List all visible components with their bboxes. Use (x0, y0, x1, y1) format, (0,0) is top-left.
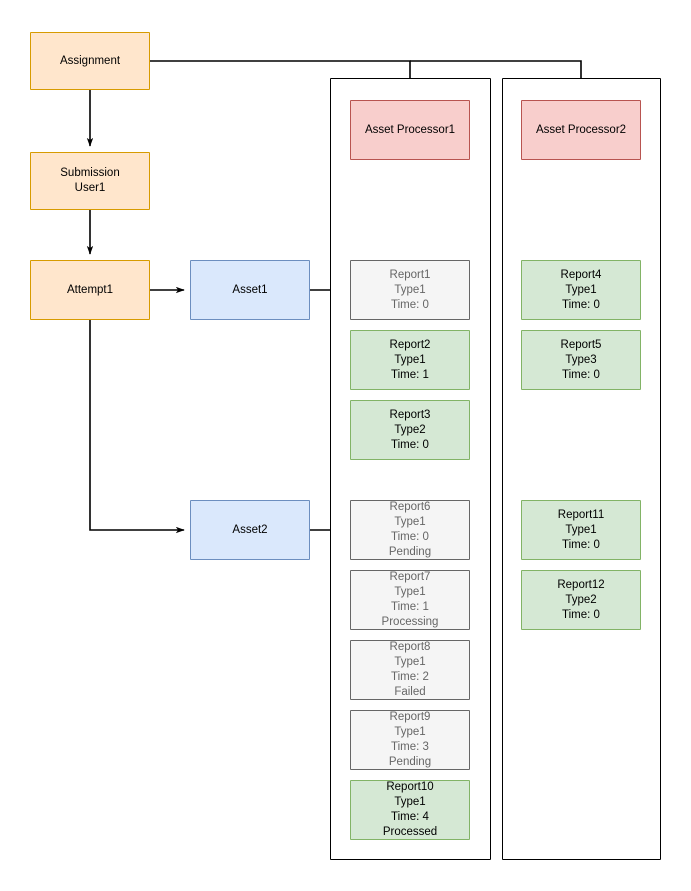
report-type: Type1 (394, 353, 426, 366)
report-type: Type1 (394, 283, 426, 296)
node-attempt1[interactable]: Attempt1 (30, 260, 150, 320)
edge-attempt-to-asset2 (89, 320, 185, 534)
node-asset-processor2[interactable]: Asset Processor2 (521, 100, 641, 160)
report-time: Time: 0 (391, 438, 429, 451)
report-time: Time: 0 (391, 531, 429, 543)
asset1-label: Asset1 (232, 283, 268, 296)
report-name: Report7 (389, 571, 431, 583)
report-type: Type1 (394, 656, 426, 668)
report-type: Type2 (565, 593, 597, 606)
processor2-container (502, 78, 661, 860)
node-asset-processor1[interactable]: Asset Processor1 (350, 100, 470, 160)
report-time: Time: 4 (391, 811, 429, 823)
report-time: Time: 3 (391, 741, 429, 753)
report-name: Report12 (557, 578, 605, 591)
submission-label: Submission (60, 167, 120, 179)
submission-user: User1 (74, 182, 106, 194)
report-type: Type2 (394, 423, 426, 436)
report-type: Type1 (394, 586, 426, 598)
report-name: Report3 (389, 408, 431, 421)
report-time: Time: 0 (562, 538, 600, 551)
report-status: Processing (381, 616, 439, 628)
report-name: Report2 (389, 338, 431, 351)
report-type: Type1 (394, 726, 426, 738)
report-time: Time: 0 (562, 608, 600, 621)
report-status: Pending (388, 756, 432, 768)
report-name: Report11 (557, 508, 605, 521)
assignment-label: Assignment (59, 54, 121, 67)
report-name: Report4 (560, 268, 602, 281)
report-time: Time: 2 (391, 671, 429, 683)
report-type: Type1 (394, 796, 426, 808)
report-time: Time: 0 (391, 298, 429, 311)
report-type: Type1 (565, 283, 597, 296)
report-type: Type3 (565, 353, 597, 366)
asset-processor2-label: Asset Processor2 (535, 123, 627, 136)
node-submission[interactable]: Submission User1 (30, 152, 150, 210)
report-name: Report9 (389, 711, 431, 723)
report-name: Report6 (389, 501, 431, 513)
node-assignment[interactable]: Assignment (30, 32, 150, 90)
report-name: Report8 (389, 641, 431, 653)
node-asset2[interactable]: Asset2 (190, 500, 310, 560)
report-status: Pending (388, 546, 432, 558)
report-name: Report10 (386, 781, 434, 793)
report-name: Report1 (389, 268, 431, 281)
report-status: Processed (382, 826, 438, 838)
asset2-label: Asset2 (232, 523, 268, 536)
report-time: Time: 1 (391, 368, 429, 381)
report-time: Time: 0 (562, 368, 600, 381)
asset-processor1-label: Asset Processor1 (364, 123, 456, 136)
report-name: Report5 (560, 338, 602, 351)
report-time: Time: 0 (562, 298, 600, 311)
attempt1-label: Attempt1 (66, 283, 114, 296)
report-status: Failed (394, 686, 426, 698)
node-asset1[interactable]: Asset1 (190, 260, 310, 320)
report-time: Time: 1 (391, 601, 429, 613)
report-type: Type1 (394, 516, 426, 528)
report-type: Type1 (565, 523, 597, 536)
